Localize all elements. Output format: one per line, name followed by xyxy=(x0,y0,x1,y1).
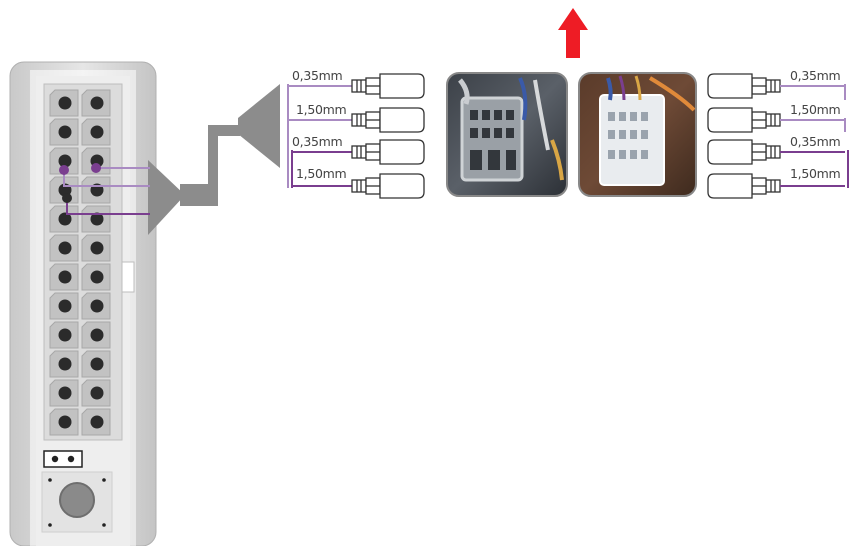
pin xyxy=(90,299,104,313)
pin xyxy=(90,212,104,226)
right-wire-2-gauge: 1,50mm xyxy=(790,102,841,117)
crimp-terminal-icon xyxy=(351,173,425,199)
jumper-pin-icon xyxy=(51,455,59,463)
left-harness: 0,35mm 1,50mm 0,35mm 1,50mm xyxy=(287,68,352,188)
pin xyxy=(58,299,72,313)
push-button-icon xyxy=(59,482,95,518)
right-terminals xyxy=(707,73,781,199)
up-arrow-icon xyxy=(558,8,588,58)
pin xyxy=(58,415,72,429)
crimp-terminal-icon xyxy=(351,107,425,133)
pin xyxy=(58,125,72,139)
right-wire-4-gauge: 1,50mm xyxy=(790,166,841,181)
pin xyxy=(90,270,104,284)
pin xyxy=(90,386,104,400)
pin xyxy=(90,357,104,371)
pin xyxy=(90,415,104,429)
pin xyxy=(58,328,72,342)
left-wire-1-gauge: 0,35mm xyxy=(292,68,343,83)
right-wire-1-gauge: 0,35mm xyxy=(790,68,841,83)
crimp-terminal-icon xyxy=(707,139,781,165)
left-wire-3-gauge: 0,35mm xyxy=(292,134,343,149)
push-button[interactable] xyxy=(41,471,113,533)
female-connector-photo xyxy=(446,72,568,197)
left-wire-2-gauge: 1,50mm xyxy=(296,102,347,117)
right-wire-3-gauge: 0,35mm xyxy=(790,134,841,149)
pin xyxy=(58,241,72,255)
right-harness: 0,35mm 1,50mm 0,35mm 1,50mm xyxy=(780,68,849,188)
crimp-terminal-icon xyxy=(707,173,781,199)
male-connector-photo xyxy=(578,72,697,197)
crimp-terminal-icon xyxy=(707,73,781,99)
pin xyxy=(58,96,72,110)
pin xyxy=(58,212,72,226)
pin xyxy=(90,125,104,139)
crimp-terminal-icon xyxy=(351,139,425,165)
jumper[interactable] xyxy=(43,450,83,468)
crimp-terminal-icon xyxy=(351,73,425,99)
module-wires xyxy=(59,163,150,215)
left-wire-4-gauge: 1,50mm xyxy=(296,166,347,181)
pin xyxy=(90,328,104,342)
connector-pins xyxy=(49,89,111,436)
pin xyxy=(58,386,72,400)
crimp-terminal-icon xyxy=(707,107,781,133)
pin xyxy=(58,154,72,168)
left-terminals xyxy=(351,73,425,199)
connection-arrow xyxy=(148,84,280,235)
jumper-pin-icon xyxy=(67,455,75,463)
pin xyxy=(58,270,72,284)
pin xyxy=(90,96,104,110)
pin xyxy=(58,357,72,371)
pin xyxy=(90,241,104,255)
